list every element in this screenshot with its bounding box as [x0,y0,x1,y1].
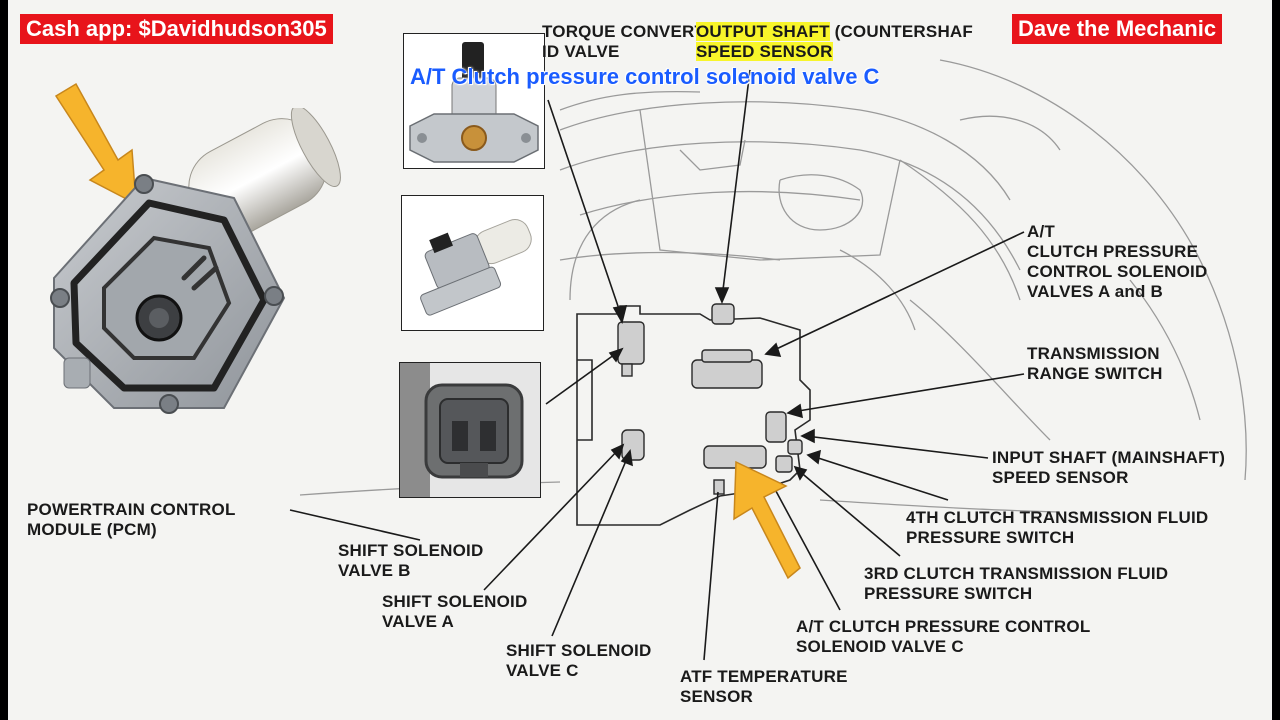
label-shift-solenoid-b: SHIFT SOLENOID VALVE B [338,541,484,580]
components [617,303,803,495]
label-torque-converter: TORQUE CONVERTER ID VALVE [542,22,730,61]
transmission-outline [576,305,811,526]
clutch-solenoid-ab-top [701,349,753,363]
label-at-clutch-solenoid-c: A/T CLUTCH PRESSURE CONTROL SOLENOID VAL… [796,617,1091,656]
label-transmission-range-switch: TRANSMISSION RANGE SWITCH [1027,344,1163,383]
solenoid-side-view-image [402,196,543,330]
shift-solenoid-b-shape [617,321,645,365]
label-output-shaft-speed-sensor: OUTPUT SHAFT (COUNTERSHAF SPEED SENSOR [696,22,973,61]
label-pcm: POWERTRAIN CONTROL MODULE (PCM) [27,500,236,539]
atf-temp-sensor-shape [713,479,725,495]
label-atf-temperature-sensor: ATF TEMPERATURE SENSOR [680,667,848,706]
solenoid-photo-top [403,33,545,169]
solenoid-photo-middle [401,195,544,331]
label-shift-solenoid-a: SHIFT SOLENOID VALVE A [382,592,528,631]
connector-photo [399,362,541,498]
range-switch-shape [765,411,787,443]
label-at-clutch-solenoid-ab: A/T CLUTCH PRESSURE CONTROL SOLENOID VAL… [1027,222,1208,301]
arrow-to-solenoid-c [733,460,801,580]
arrow-to-photo-solenoid [54,82,137,206]
fourth-clutch-switch-shape [775,455,793,473]
solenoid-photo-large [50,108,341,414]
shift-solenoid-b-tip [621,363,633,377]
clutch-solenoid-c-shape [703,445,767,469]
leader-lines [289,69,1025,661]
video-title-overlay: A/T Clutch pressure control solenoid val… [410,64,880,89]
label-input-shaft-speed-sensor: INPUT SHAFT (MAINSHAFT) SPEED SENSOR [992,448,1226,487]
output-shaft-sensor-shape [711,303,735,325]
clutch-solenoid-ab-shape [691,359,763,389]
channel-name-overlay: Dave the Mechanic [1012,14,1223,44]
label-3rd-clutch-pressure-switch: 3RD CLUTCH TRANSMISSION FLUID PRESSURE S… [864,564,1169,603]
solenoid-top-view-image [404,34,544,168]
label-4th-clutch-pressure-switch: 4TH CLUTCH TRANSMISSION FLUID PRESSURE S… [906,508,1209,547]
shift-solenoid-a-shape [621,429,645,461]
label-shift-solenoid-c: SHIFT SOLENOID VALVE C [506,641,652,680]
input-shaft-sensor-shape [787,439,803,455]
engine-bay-sketch [299,59,1247,513]
cash-app-overlay: Cash app: $Davidhudson305 [20,14,333,44]
connector-image [400,363,540,497]
